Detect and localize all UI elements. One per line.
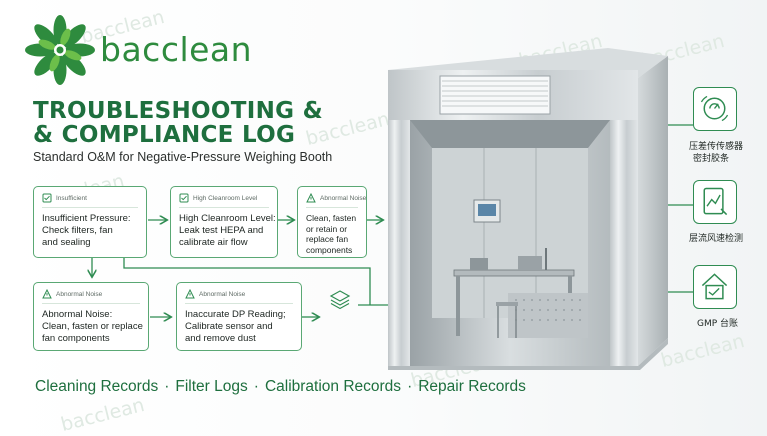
card-body-text: Abnormal Noise: Clean, fasten or replace… xyxy=(42,309,143,344)
brand-name: bacclean xyxy=(100,30,253,69)
layers-icon xyxy=(329,290,351,310)
bacclean-flower-logo-icon xyxy=(25,15,95,85)
pressure-sensor-feature xyxy=(693,87,737,131)
footer-item: Calibration Records xyxy=(264,378,402,395)
airflow-test-feature xyxy=(693,180,737,224)
warning-icon xyxy=(42,289,52,299)
pressure-sensor-label: 压差传传感器 xyxy=(689,142,744,152)
gmp-ledger-label: GMP 台账 xyxy=(697,319,739,329)
page-title-line1: TROUBLESHOOTING & xyxy=(33,98,323,124)
separator-dot: · xyxy=(253,378,259,395)
checklist-icon xyxy=(179,193,189,203)
card-header-label: Abnormal Noise xyxy=(56,290,103,298)
card-body-text: Insufficient Pressure: Check filters, fa… xyxy=(42,213,131,248)
card-divider xyxy=(306,207,358,208)
card-header-label: Abnormal Noise xyxy=(199,290,246,298)
card-header-label: High Cleanroom Level xyxy=(193,194,258,202)
page-title-line2: & COMPLIANCE LOG xyxy=(33,122,296,148)
separator-dot: · xyxy=(407,378,413,395)
weighing-booth-illustration xyxy=(388,48,668,370)
page-subtitle: Standard O&M for Negative-Pressure Weigh… xyxy=(33,150,333,164)
card-body-text: Inaccurate DP Reading; Calibrate sensor … xyxy=(185,309,286,344)
card-divider xyxy=(185,303,293,304)
pressure-sensor-label: 密封胶条 xyxy=(693,154,730,164)
card-header-label: Insufficient xyxy=(56,194,87,202)
airflow-test-label: 层流风速检测 xyxy=(689,234,744,244)
pressure-sensor-icon xyxy=(700,95,729,122)
card-body-text: High Cleanroom Level: Leak test HEPA and… xyxy=(179,213,276,248)
gmp-house-icon xyxy=(701,273,728,300)
troubleshoot-card-dp-reading: Abnormal Noise Inaccurate DP Reading; Ca… xyxy=(176,282,302,351)
separator-dot: · xyxy=(164,378,170,395)
footer-item: Repair Records xyxy=(418,378,526,395)
card-divider xyxy=(179,207,269,208)
footer-item: Filter Logs xyxy=(175,378,248,395)
card-body-text: Clean, fasten or retain or replace fan c… xyxy=(306,213,357,255)
card-divider xyxy=(42,303,140,304)
troubleshoot-card-cleanroom: High Cleanroom Level High Cleanroom Leve… xyxy=(170,186,278,258)
gmp-ledger-feature xyxy=(693,265,737,309)
warning-icon xyxy=(185,289,195,299)
records-footer: Cleaning Records · Filter Logs · Calibra… xyxy=(35,378,526,396)
card-header-label: Abnormal Noise xyxy=(320,194,367,202)
checklist-icon xyxy=(42,193,52,203)
footer-item: Cleaning Records xyxy=(35,378,159,395)
warning-icon xyxy=(306,193,316,203)
troubleshoot-card-noise-top: Abnormal Noise Clean, fasten or retain o… xyxy=(297,186,367,258)
card-divider xyxy=(42,207,138,208)
troubleshoot-card-pressure: Insufficient Insufficient Pressure: Chec… xyxy=(33,186,147,258)
troubleshoot-card-noise: Abnormal Noise Abnormal Noise: Clean, fa… xyxy=(33,282,149,351)
airflow-test-icon xyxy=(703,187,728,216)
